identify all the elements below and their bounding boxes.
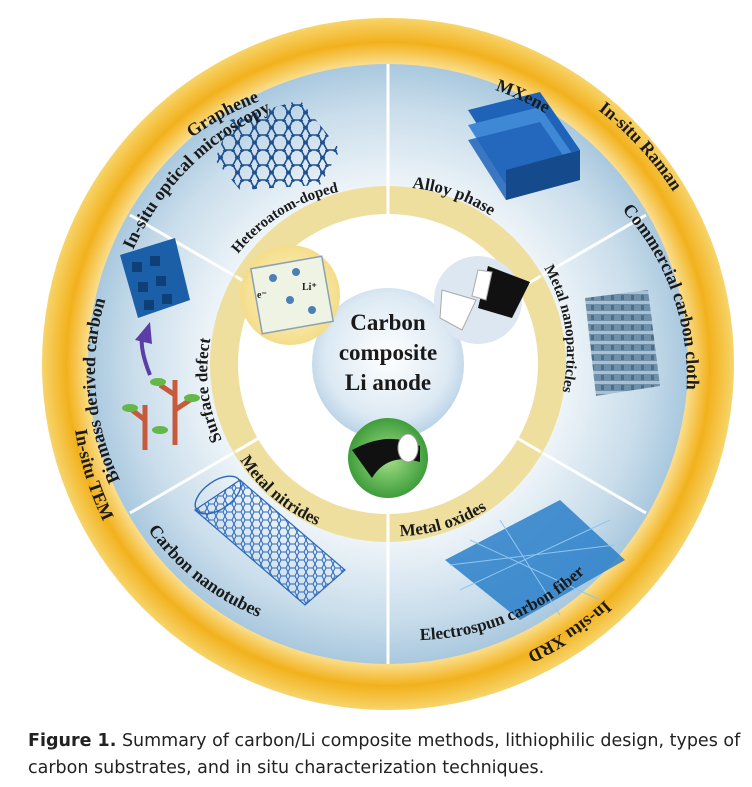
center-line2: composite — [339, 340, 437, 365]
caption-text: Summary of carbon/Li composite methods, … — [28, 731, 741, 778]
caption-label: Figure 1. — [28, 731, 117, 751]
substrate-dividers — [129, 64, 647, 664]
lithium-label: Li⁺ — [302, 282, 317, 293]
heteroatom-icon: e⁻ Li⁺ — [240, 245, 340, 345]
center-line1: Carbon — [350, 310, 426, 335]
nanotube-illustration — [194, 475, 346, 606]
metal-nitrides-icon — [348, 418, 428, 498]
alloy-phase-icon — [434, 256, 530, 344]
carbon-cloth-illustration — [585, 290, 660, 396]
center-line3: Li anode — [345, 370, 431, 395]
diagram: Carbon composite Li anode e⁻ Li⁺ — [42, 18, 734, 710]
mxene-illustration — [468, 92, 580, 200]
biomass-illustration — [120, 238, 200, 450]
carbon-fiber-illustration — [445, 500, 625, 620]
figure-caption: Figure 1. Summary of carbon/Li composite… — [28, 728, 743, 782]
electron-label: e⁻ — [257, 290, 267, 301]
center-circle — [312, 288, 464, 440]
graphene-illustration — [215, 100, 340, 190]
